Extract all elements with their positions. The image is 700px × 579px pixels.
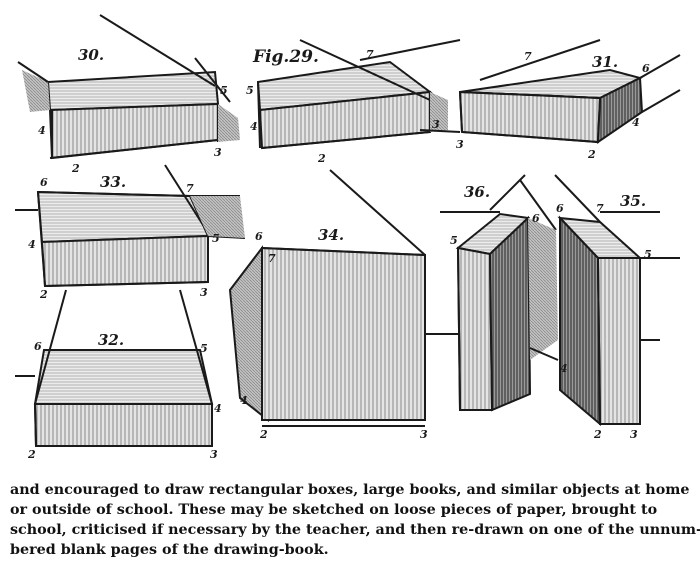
corner-number: 6 [255, 230, 263, 243]
corner-number: 3 [210, 448, 218, 461]
corner-number: 6 [642, 62, 650, 75]
box-34 [228, 169, 460, 427]
corner-number: 5 [246, 84, 254, 97]
text-line-3: school, criticised if necessary by the t… [10, 522, 700, 538]
box-32 [15, 289, 214, 447]
box-30 [17, 14, 240, 160]
label-box-31: 31. [592, 53, 618, 71]
body-text: and encouraged to draw rectangular boxes… [10, 480, 700, 560]
corner-number: 3 [200, 286, 208, 299]
corner-number: 4 [38, 124, 46, 137]
corner-number: 5 [450, 234, 458, 247]
label-box-32: 32. [98, 331, 124, 349]
corner-number: 7 [186, 182, 194, 195]
box-33 [15, 164, 246, 288]
label-box-30: 30. [78, 46, 104, 64]
text-line-1: and encouraged to draw rectangular boxes… [10, 482, 690, 498]
corner-number: 3 [432, 118, 440, 131]
box-29 [256, 39, 461, 150]
box-35 [529, 174, 680, 427]
text-line-2: or outside of school. These may be sketc… [10, 502, 658, 518]
corner-number: 5 [220, 84, 228, 97]
corner-number: 2 [39, 288, 48, 301]
corner-number: 3 [214, 146, 222, 159]
corner-number: 4 [240, 394, 248, 407]
corner-number: 7 [366, 48, 374, 61]
text-line-4: bered blank pages of the drawing-book. [10, 542, 329, 558]
box-31 [419, 39, 681, 144]
corner-number: 7 [268, 252, 276, 265]
corner-number: 2 [593, 428, 602, 441]
corner-number: 3 [630, 428, 638, 441]
corner-number: 4 [250, 120, 258, 133]
illustration-fig-29: Fig.29. 30. 31. 33. 34. 36. 35. 32. 5 4 … [15, 14, 681, 461]
corner-number: 5 [200, 342, 208, 355]
fig-title: Fig.29. [252, 47, 319, 67]
label-box-34: 34. [318, 226, 344, 244]
corner-number: 6 [40, 176, 48, 189]
corner-number: 2 [259, 428, 268, 441]
corner-number: 5 [644, 248, 652, 261]
corner-number: 3 [420, 428, 428, 441]
corner-number: 2 [587, 148, 596, 161]
corner-number: 2 [27, 448, 36, 461]
corner-number: 2 [71, 162, 80, 175]
corner-number: 3 [456, 138, 464, 151]
corner-number: 6 [556, 202, 564, 215]
corner-number: 6 [532, 212, 540, 225]
label-box-33: 33. [100, 173, 126, 191]
corner-number: 2 [317, 152, 326, 165]
corner-number: 7 [596, 202, 604, 215]
corner-number: 7 [524, 50, 532, 63]
corner-number: 4 [214, 402, 222, 415]
corner-number: 6 [34, 340, 42, 353]
label-box-36: 36. [464, 183, 490, 201]
box-36 [440, 174, 558, 412]
corner-number: 5 [212, 232, 220, 245]
corner-number: 4 [28, 238, 36, 251]
box-sketches: Fig.29. 30. 31. 33. 34. 36. 35. 32. 5 4 … [15, 14, 681, 461]
label-box-35: 35. [620, 192, 646, 210]
corner-number: 4 [632, 116, 640, 129]
corner-number: 4 [560, 362, 568, 375]
